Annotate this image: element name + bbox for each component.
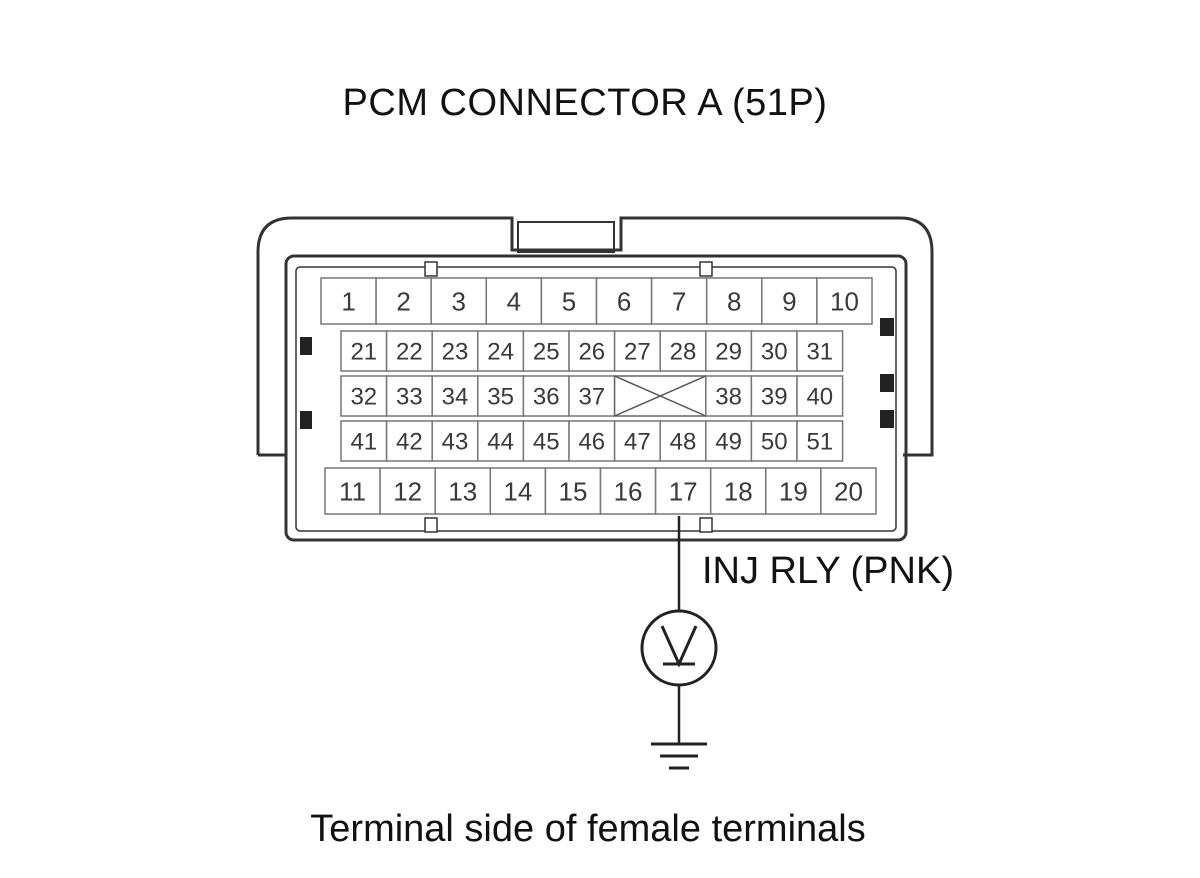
terminal-cavity [654,467,712,515]
terminal-28-label: 28 [670,339,697,366]
voltmeter-icon [640,609,718,687]
terminal-23-label: 23 [442,339,469,366]
terminal-cavity [613,330,661,372]
terminal-cavity [522,375,570,417]
terminal-46-label: 46 [578,429,605,456]
terminal-51-label: 51 [806,429,833,456]
terminal-cavity [568,375,616,417]
terminal-cavity [477,375,525,417]
connector-notches [424,261,713,533]
terminal-33-label: 33 [396,384,423,411]
terminal-7-label: 7 [672,286,686,316]
terminal-cavity [320,277,377,325]
terminal-13-label: 13 [448,476,477,506]
diagram-caption: Terminal side of female terminals [310,808,866,850]
terminal-30-label: 30 [761,339,788,366]
terminal-2-label: 2 [396,286,410,316]
terminal-16-label: 16 [614,476,643,506]
terminal-10-label: 10 [830,286,859,316]
terminal-cavity [761,277,818,325]
diagram-title: PCM CONNECTOR A (51P) [342,82,828,124]
terminal-19-label: 19 [779,476,808,506]
terminal-34-label: 34 [442,384,469,411]
terminal-27-label: 27 [624,339,651,366]
terminal-cavity [820,467,877,515]
terminal-49-label: 49 [715,429,742,456]
terminal-cavity [750,375,798,417]
terminal-15-label: 15 [558,476,587,506]
terminal-47-label: 47 [624,429,651,456]
terminal-cavity [568,330,616,372]
terminal-31-label: 31 [806,339,833,366]
terminal-4-label: 4 [507,286,521,316]
terminal-cavity [379,467,436,515]
terminal-17-label: 17 [669,476,698,506]
terminal-1-label: 1 [341,286,355,316]
terminal-50-label: 50 [761,429,788,456]
wire-label: INJ RLY (PNK) [702,550,954,592]
terminal-29-label: 29 [715,339,742,366]
terminal-cavity [650,277,708,325]
terminal-18-label: 18 [724,476,753,506]
terminal-44-label: 44 [487,429,514,456]
terminal-cavity [477,330,525,372]
terminal-cavity [385,330,433,372]
terminal-cavity [385,420,433,462]
blank-cavity-cross [614,375,707,417]
terminal-cavity [750,420,798,462]
terminal-cavity [709,467,767,515]
terminal-cavity [705,375,753,417]
terminal-20-label: 20 [834,476,863,506]
terminal-cavity [705,420,753,462]
terminal-cavity [796,330,844,372]
terminal-35-label: 35 [487,384,514,411]
terminal-26-label: 26 [578,339,605,366]
terminal-40-label: 40 [806,384,833,411]
terminal-cavity [375,277,432,325]
terminal-9-label: 9 [782,286,796,316]
terminal-cavity [430,277,488,325]
terminal-24-label: 24 [487,339,514,366]
terminal-cavity [434,467,492,515]
terminal-cavity [595,277,653,325]
connector-keys [300,318,894,429]
terminal-39-label: 39 [761,384,788,411]
ground-icon [651,742,707,770]
terminal-12-label: 12 [393,476,422,506]
terminal-6-label: 6 [617,286,631,316]
terminal-38-label: 38 [715,384,742,411]
terminal-cavity [385,375,433,417]
terminal-11-label: 11 [339,476,366,506]
terminal-cavity [765,467,822,515]
terminal-22-label: 22 [396,339,423,366]
terminal-cavity [796,375,844,417]
terminal-32-label: 32 [350,384,377,411]
terminal-14-label: 14 [503,476,532,506]
terminal-45-label: 45 [533,429,560,456]
terminal-48-label: 48 [670,429,697,456]
terminal-5-label: 5 [562,286,576,316]
connector-housing [256,216,934,542]
terminal-cavity [489,467,547,515]
terminal-3-label: 3 [452,286,466,316]
terminal-cavity [431,330,479,372]
terminal-43-label: 43 [442,429,469,456]
terminal-42-label: 42 [396,429,423,456]
terminal-41-label: 41 [350,429,377,456]
terminal-cavity [340,330,388,372]
terminal-8-label: 8 [727,286,741,316]
terminal-37-label: 37 [578,384,605,411]
terminal-36-label: 36 [533,384,560,411]
terminal-cavity [599,467,657,515]
terminal-cavity [540,277,598,325]
terminal-cavity [340,375,388,417]
terminal-cavity [816,277,873,325]
terminal-cavity [796,420,844,462]
terminal-21-label: 21 [350,339,377,366]
terminal-cavity [750,330,798,372]
terminal-25-label: 25 [533,339,560,366]
